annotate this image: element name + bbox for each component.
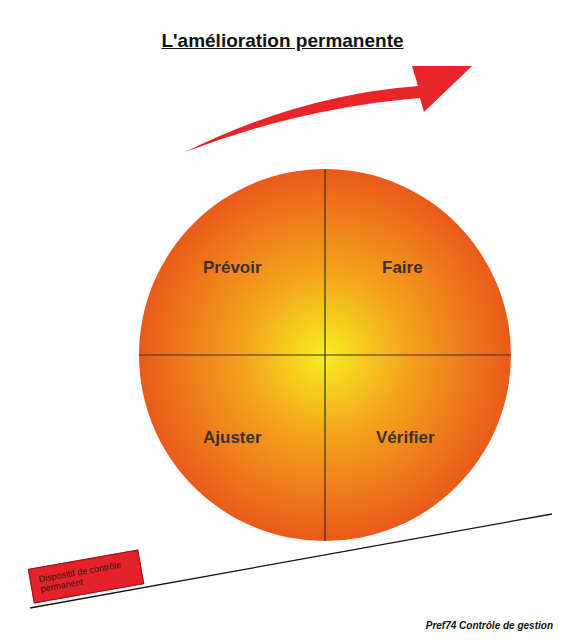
divider-line — [139, 354, 511, 355]
quadrant-label: Ajuster — [197, 424, 268, 452]
quadrant-label: Faire — [376, 254, 429, 282]
quadrant-label: Prévoir — [197, 254, 268, 282]
caption: Pref74 Contrôle de gestion — [426, 620, 553, 631]
node-text: Ajuster — [203, 428, 262, 448]
diagram-title: L'amélioration permanente — [0, 30, 565, 52]
control-box: Dispositif de contrôle permanent — [28, 550, 144, 604]
quadrant-label: Vérifier — [370, 424, 441, 452]
rotation-arrow — [185, 66, 472, 152]
node-text: Vérifier — [376, 428, 435, 448]
node-text: Prévoir — [203, 258, 262, 278]
node-text: Faire — [382, 258, 423, 278]
slope-line — [30, 514, 552, 608]
cycle-circle — [139, 169, 511, 541]
node-text: Dispositif de contrôle permanent — [38, 558, 134, 595]
